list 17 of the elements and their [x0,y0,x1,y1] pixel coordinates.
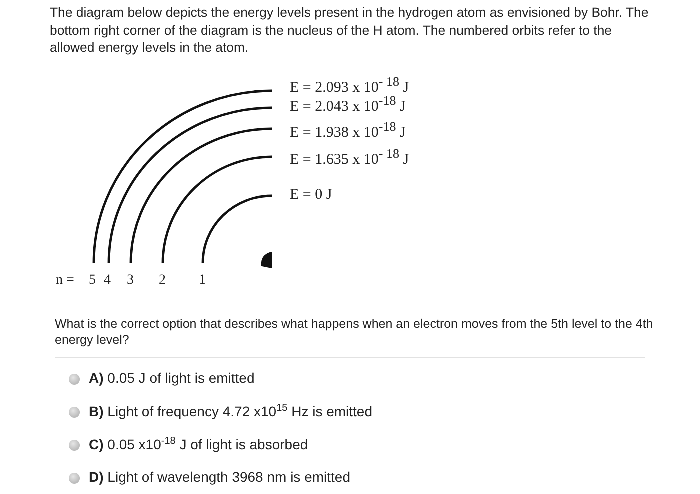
energy-label: E = 2.093 x 10$^{- 18}$ J [290,74,410,96]
energy-label: E = 1.635 x 10$^{- 18}$ J [290,146,410,169]
energy-label: E = 2.043 x 10$^{-18}$ J [290,93,406,116]
answer-option: B) Light of frequency 4.72 x10$^{15}$ Hz is emitted [89,403,373,420]
orbit-number: 3 [127,273,134,289]
answer-option: A) 0.05 J of light is emitted [89,370,255,386]
intro-paragraph: The diagram below depicts the energy levels present in the hydrogen atom as envisioned by Bohr. The bottom right corner of the diagram is the nucleus of the H atom. The numbered orbits refer to the allowed energy levels in the atom. [50,4,650,56]
orbit-number: 5 [89,273,96,289]
answer-option: C) 0.05 x10$^{-18}$ J of light is absorbed [89,436,308,453]
orbit-number: 4 [104,273,111,289]
answer-option: D) Light of wavelength 3968 nm is emitted [89,469,350,485]
energy-label: E = 1.938 x 10$^{-18}$ J [290,119,406,142]
energy-label: E = 0 J [290,187,332,204]
orbit-number: 2 [159,273,166,289]
question-text: What is the correct option that describes what happens when an electron moves from the 5th level to the 4th energy level? [55,316,654,348]
orbit-number: 1 [199,273,206,289]
orbit-label: n = [56,273,74,289]
